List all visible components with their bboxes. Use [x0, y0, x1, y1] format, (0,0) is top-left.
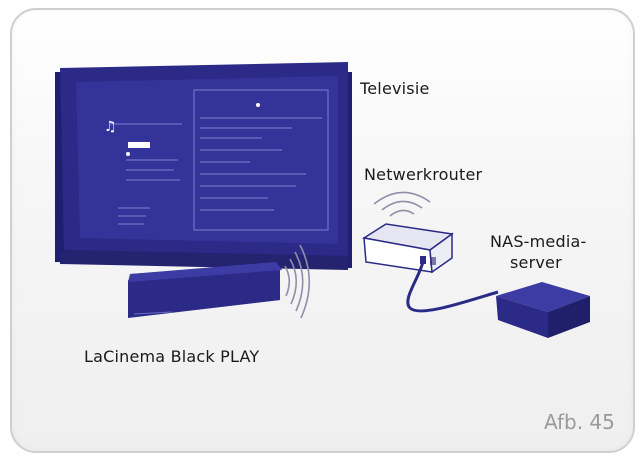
television-icon: ♫	[55, 62, 352, 270]
tv-label: Televisie	[360, 79, 430, 98]
nas-label-line1: NAS-media-	[490, 232, 587, 251]
router-icon	[361, 223, 454, 274]
wifi-waves-icon	[373, 191, 431, 217]
media-player-icon	[128, 262, 282, 318]
svg-text:♫: ♫	[104, 119, 117, 135]
figure-caption: Afb. 45	[544, 410, 615, 434]
wifi-waves-icon	[284, 244, 310, 319]
nas-label-line2: server	[510, 253, 562, 272]
player-label: LaCinema Black PLAY	[84, 347, 260, 366]
ethernet-cable-icon	[406, 261, 499, 313]
nas-drive-icon	[496, 282, 590, 338]
router-label: Netwerkrouter	[364, 165, 483, 184]
